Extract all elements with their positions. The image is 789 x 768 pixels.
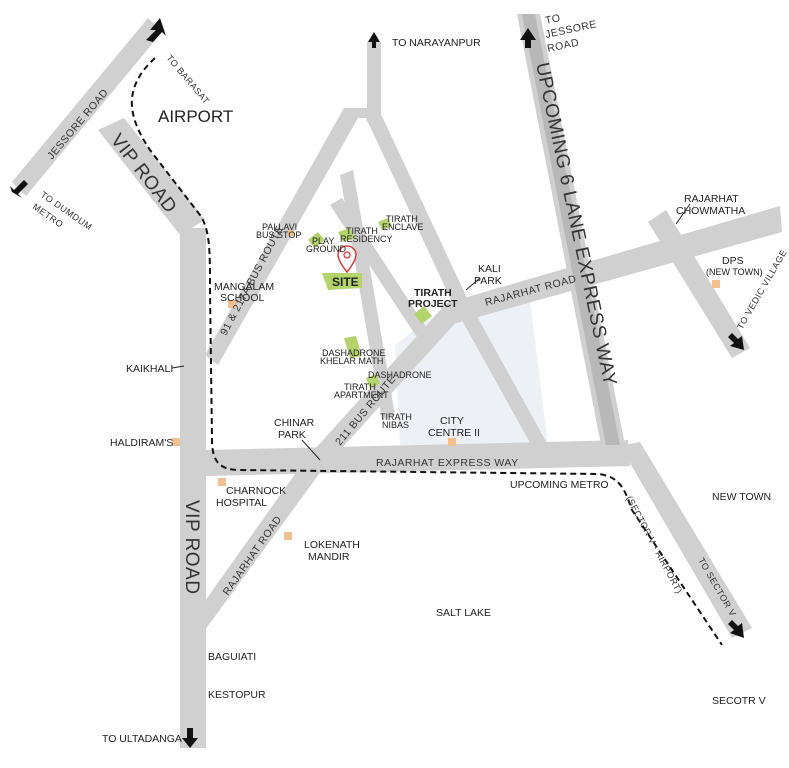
tirath-nibas-label-1: TIRATH <box>380 412 412 422</box>
rajarhat-chowmatha-label-1: RAJARHAT <box>684 193 739 205</box>
tirath-nibas-label-2: NIBAS <box>382 420 409 430</box>
dashadrone-label: DASHADRONE <box>368 370 432 380</box>
upcoming-expressway-shade <box>522 14 620 445</box>
city-centre-label-2: CENTRE II <box>428 427 480 439</box>
dps-marker <box>712 280 720 288</box>
vip-road-bottom-label: VIP ROAD <box>181 500 202 594</box>
lokenath-marker <box>284 532 292 540</box>
jessore-road-label: JESSORE ROAD <box>45 87 111 162</box>
mangalam-label-1: MANGALAM <box>214 281 274 293</box>
arrow-sector-v-icon <box>728 620 744 638</box>
tirath-enclave-block <box>378 218 392 230</box>
site-pin-icon[interactable] <box>337 245 357 274</box>
pallavi-marker <box>288 230 294 236</box>
rajarhat-road-upper-road <box>440 206 782 326</box>
tirath-enclave-label-1: TIRATH <box>386 214 418 224</box>
to-barasat-label: TO BARASAT <box>164 53 211 106</box>
play-ground-label-2: GROUND <box>306 244 346 254</box>
dashadrone-khelar-block <box>344 336 362 358</box>
tirath-project-label-2: PROJECT <box>408 298 458 310</box>
play-ground-label-1: PLAY <box>312 236 334 246</box>
labels: TO BARASAT AIRPORT JESSORE ROAD TO DUMDU… <box>31 12 789 745</box>
kali-park-connector <box>366 112 468 306</box>
upcoming-expressway-label: UPCOMING 6 LANE EXPRESS WAY <box>531 61 620 388</box>
bus-route-211-road <box>305 306 460 470</box>
play-ground-block <box>308 232 325 248</box>
kali-park-label-1: KALI <box>478 263 501 275</box>
green-blocks <box>308 218 432 388</box>
arrow-jessore-icon <box>520 28 536 48</box>
direction-arrows <box>10 18 744 748</box>
narayanpur-road-slant <box>344 108 381 118</box>
tirath-project-block <box>414 306 432 324</box>
rajarhat-road-lower-road <box>200 460 322 630</box>
charnock-marker <box>218 478 226 486</box>
rajarhat-road-lower-label: RAJARHAT ROAD <box>221 514 285 598</box>
vedic-village-road <box>648 210 750 358</box>
arrow-dumdum-icon <box>10 180 28 198</box>
landmark-markers <box>172 230 720 540</box>
jessore-road <box>12 18 162 196</box>
rajarhat-expressway-label: RAJARHAT EXPRESS WAY <box>376 457 519 469</box>
salt-lake-label: SALT LAKE <box>436 607 491 619</box>
dashadrone-khelar-label-2: KHELAR MATH <box>320 356 383 366</box>
arrow-vedic-icon <box>728 333 744 350</box>
bus-route-91-road <box>205 108 358 365</box>
kali-park-label-2: PARK <box>474 275 502 287</box>
mangalam-marker <box>228 300 236 308</box>
tirath-residency-block <box>338 228 355 242</box>
city-centre-label-1: CITY <box>440 415 464 427</box>
tirath-apartment-label-1: TIRATH <box>344 382 376 392</box>
arrow-ultadanga-icon <box>182 728 198 748</box>
kestopur-label: KESTOPUR <box>208 689 266 701</box>
to-narayanpur-label: TO NARAYANPUR <box>392 37 481 49</box>
charnock-label-2: HOSPITAL <box>216 497 267 509</box>
leader-lines <box>171 203 691 461</box>
tirath-project-label-1: TIRATH <box>414 287 452 299</box>
vip-road-vertical <box>180 228 206 748</box>
narayanpur-road <box>367 42 381 122</box>
metro-dashed-line <box>130 57 723 646</box>
mangalam-label-2: SCHOOL <box>220 292 265 304</box>
charnock-label-1: CHARNOCK <box>226 485 286 497</box>
pallavi-label-1: PALLAVI <box>262 222 297 232</box>
site-block <box>322 273 362 290</box>
haldirams-label: HALDIRAM'S <box>110 437 173 449</box>
kaikhali-label: KAIKHALI <box>126 363 173 375</box>
arrow-narayanpur-icon <box>368 32 380 48</box>
rajarhat-chowmatha-label-2: CHOWMATHA <box>676 205 745 217</box>
new-town-label: NEW TOWN <box>712 491 771 503</box>
city-centre-marker <box>448 438 456 446</box>
tirath-residency-label-1: TIRATH <box>346 226 378 236</box>
dps-label-2: (NEW TOWN) <box>706 267 763 277</box>
baguiati-label: BAGUIATI <box>208 651 256 663</box>
kali-park-city-centre-road <box>454 300 548 450</box>
tirath-apartment-label-2: APARTMENT <box>334 390 389 400</box>
chinar-park-label-2: PARK <box>278 429 306 441</box>
to-ultadanga-label: TO ULTADANGA <box>102 733 182 745</box>
site-label: SITE <box>332 275 359 289</box>
tirath-apartment-block <box>366 374 380 388</box>
secotr-v-label: SECOTR V <box>712 695 766 707</box>
dashadrone-khelar-label-1: DASHADRONE <box>322 348 386 358</box>
to-jessore-label-1: TO <box>544 12 562 27</box>
airport-label: AIRPORT <box>158 107 233 126</box>
haldirams-marker <box>172 438 180 446</box>
arrow-barasat-icon <box>146 18 166 42</box>
lokenath-label-1: LOKENATH <box>304 539 360 551</box>
upcoming-metro-label: UPCOMING METRO <box>510 479 609 491</box>
lokenath-label-2: MANDIR <box>308 551 350 563</box>
pallavi-label-2: BUS STOP <box>256 230 301 240</box>
vip-road-upper <box>98 118 205 235</box>
rajarhat-expressway-road <box>206 440 630 476</box>
sector-v-road <box>620 442 752 638</box>
dps-label-1: DPS <box>722 255 744 267</box>
road-network <box>12 14 782 748</box>
tirath-enclave-label-2: ENCLAVE <box>382 222 423 232</box>
tirath-residency-label-2: RESIDENCY <box>340 234 393 244</box>
tirath-project-lane <box>330 198 428 336</box>
chinar-park-label-1: CHINAR <box>274 417 315 429</box>
